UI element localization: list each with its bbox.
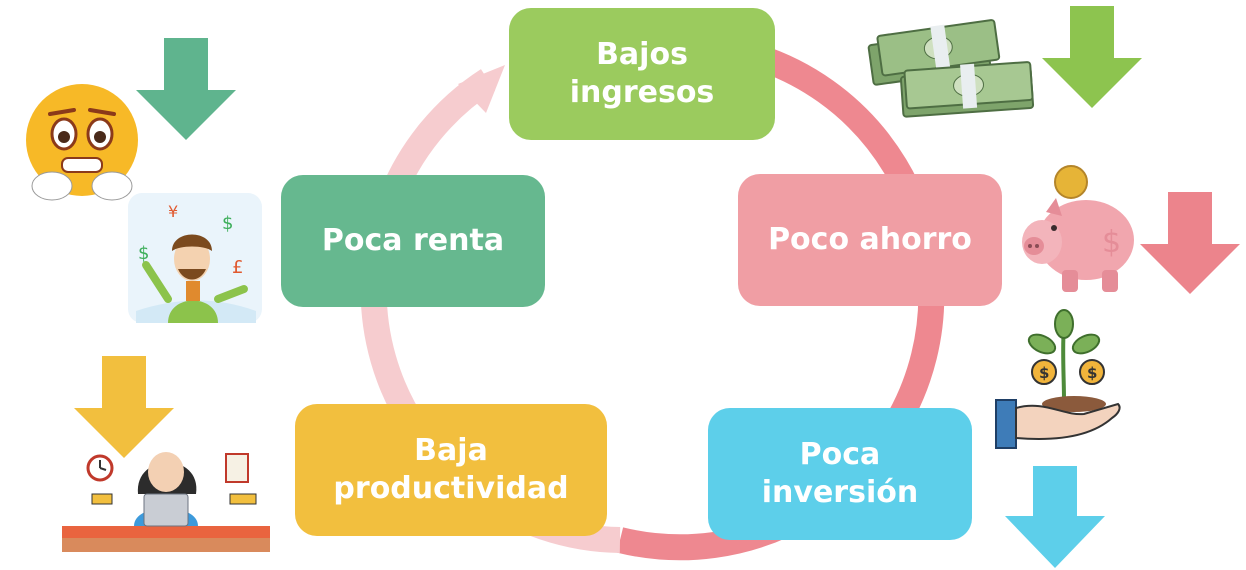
svg-text:$: $ — [1039, 364, 1049, 382]
money-stack-icon — [867, 19, 1035, 118]
ingresos-down-arrow — [1042, 6, 1142, 108]
busy-worker-icon — [62, 452, 270, 552]
node-poco-ahorro-label: Poco ahorro — [768, 221, 972, 257]
man-with-currency-icon: $ ¥ $ £ — [128, 193, 262, 323]
node-baja-productividad-line2: productividad — [333, 471, 569, 506]
node-poca-inversion: Poca inversión — [708, 408, 972, 540]
renta-down-arrow — [136, 38, 236, 140]
money-plant-hand-icon: $ $ — [995, 309, 1121, 449]
svg-text:£: £ — [232, 257, 243, 278]
svg-text:¥: ¥ — [168, 202, 178, 221]
productividad-down-arrow — [74, 356, 174, 458]
svg-text:$: $ — [138, 243, 149, 264]
svg-text:$: $ — [1087, 364, 1097, 382]
node-bajos-ingresos: Bajos ingresos — [509, 8, 775, 140]
node-baja-productividad: Baja productividad — [295, 404, 607, 536]
node-poco-ahorro: Poco ahorro — [738, 174, 1002, 306]
node-baja-productividad-line1: Baja — [414, 432, 488, 468]
cycle-arrowhead — [458, 65, 505, 113]
piggy-bank-icon: $ — [1022, 165, 1134, 292]
node-poca-inversion-line2: inversión — [761, 475, 919, 510]
node-poca-renta-label: Poca renta — [321, 222, 505, 258]
svg-text:$: $ — [222, 213, 233, 234]
inversion-down-arrow — [1005, 466, 1105, 568]
node-poca-inversion-line1: Poca — [799, 436, 881, 472]
ahorro-down-arrow — [1140, 192, 1240, 294]
node-bajos-ingresos-label: Bajos ingresos — [569, 36, 715, 110]
node-poca-renta: Poca renta — [281, 175, 545, 307]
svg-text:$: $ — [1102, 225, 1121, 260]
worried-face-icon — [26, 84, 138, 201]
